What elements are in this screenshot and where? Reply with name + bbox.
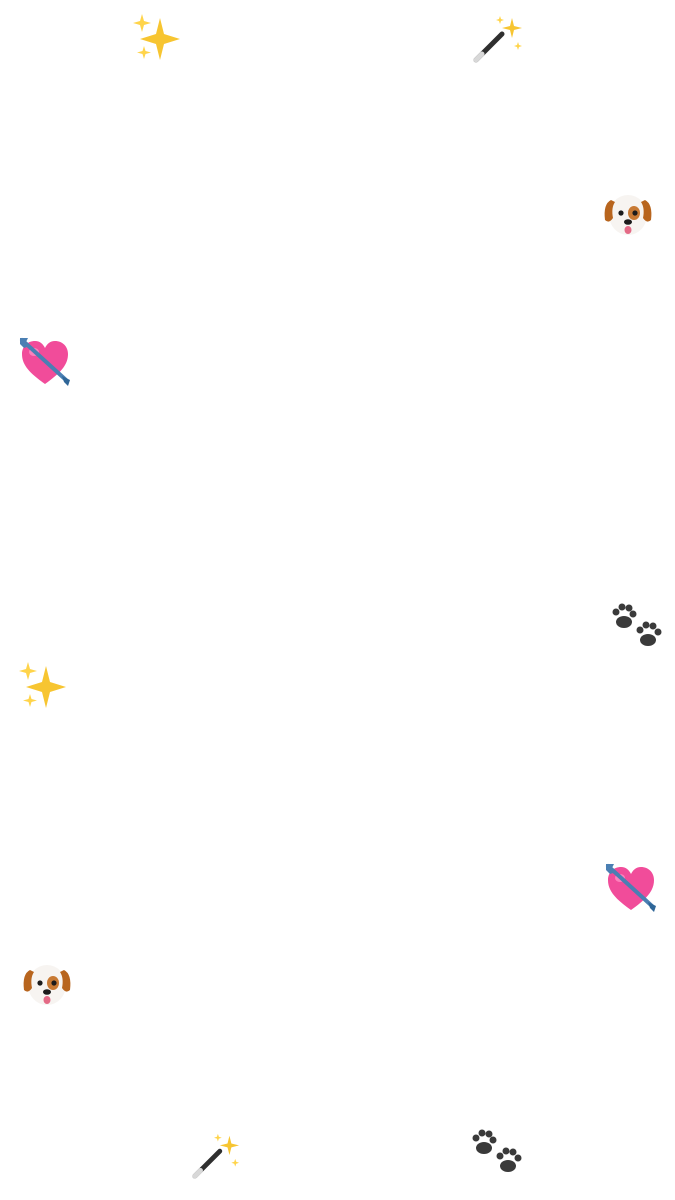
sparkles-icon	[19, 662, 66, 708]
sparkles-icon	[133, 14, 180, 60]
heart-with-arrow-icon	[606, 864, 656, 912]
dog-face-icon	[604, 195, 652, 235]
magic-wand-icon	[192, 1133, 240, 1179]
heart-with-arrow-icon	[20, 338, 70, 386]
magic-wand-icon	[473, 16, 522, 63]
dog-face-icon	[23, 965, 71, 1005]
paw-prints-icon	[612, 603, 662, 646]
paw-prints-icon	[472, 1129, 522, 1172]
